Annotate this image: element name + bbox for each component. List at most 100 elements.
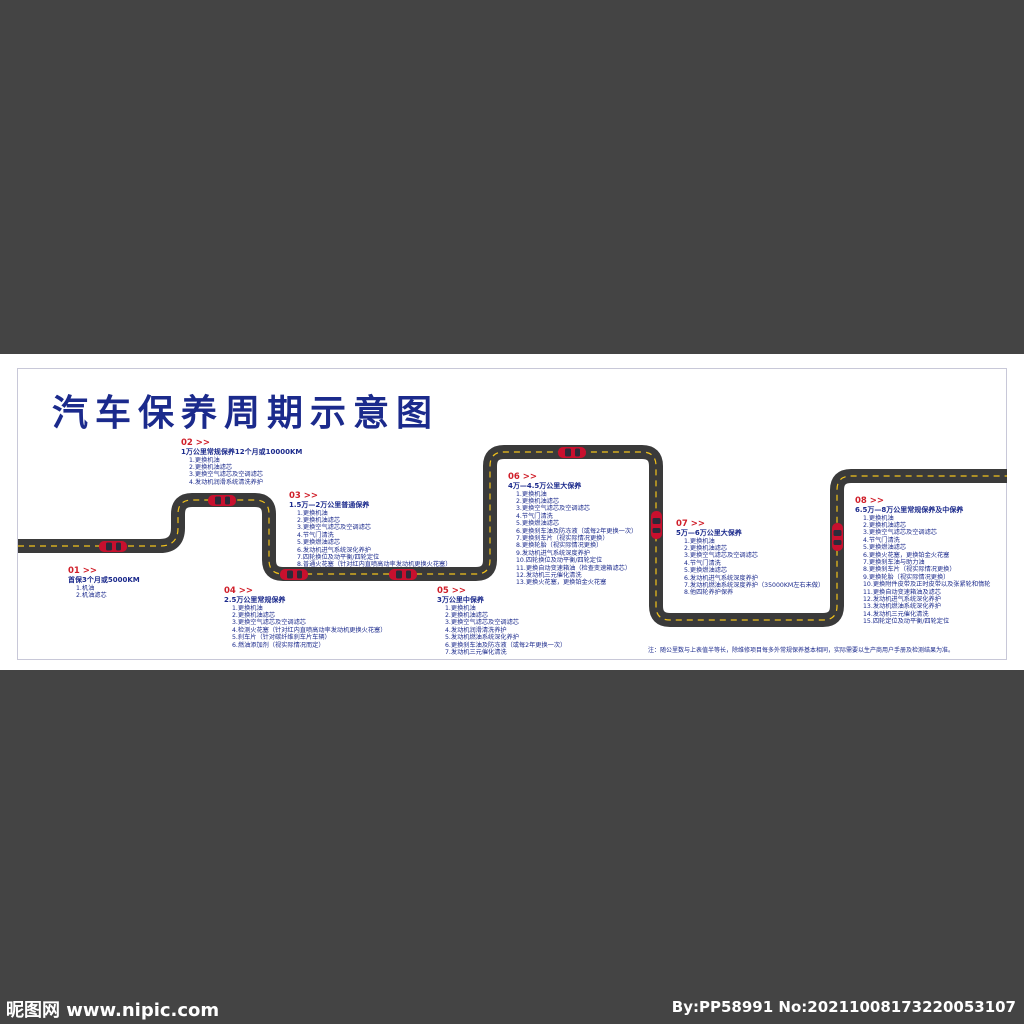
list-item: 7.发动机三元催化清洗 <box>445 648 507 656</box>
list-item: 12.发动机三元催化清洗 <box>516 571 582 579</box>
list-item: 2.更换机油滤芯 <box>516 497 560 505</box>
list-item: 4.发动机润滑系统清洗养护 <box>189 478 263 486</box>
stage-heading: 3万公里中保养 <box>437 596 484 604</box>
list-item: 5.更换燃油滤芯 <box>863 544 907 552</box>
stage-number: 04 >> <box>224 586 254 596</box>
list-item: 3.更换空气滤芯及空调滤芯 <box>297 524 371 532</box>
list-item: 9.发动机进气系统深度养护 <box>516 549 590 557</box>
list-item: 3.更换空气滤芯及空调滤芯 <box>684 552 758 560</box>
list-item: 4.节气门清洗 <box>684 559 721 567</box>
car-icon <box>832 523 843 551</box>
list-item: 6.发动机进气系统深度养护 <box>684 574 758 582</box>
list-item: 1.更换机油 <box>232 604 263 612</box>
stage-heading: 首保3个月或5000KM <box>68 576 140 584</box>
list-item: 2.更换机油滤芯 <box>684 544 728 552</box>
list-item: 1.更换机油 <box>189 456 220 464</box>
stage-number: 03 >> <box>289 491 319 501</box>
list-item: 1.更换机油 <box>863 514 894 522</box>
list-item: 8.他四轮养护保养 <box>684 589 734 597</box>
list-item: 10.四轮换位及动平衡/四轮定位 <box>516 557 603 565</box>
list-item: 13.发动机燃油系统深化养护 <box>863 603 941 611</box>
list-item: 4.检测火花塞（针对红内直喷高动率发动机更换火花塞） <box>232 626 387 634</box>
diagram-frame <box>17 368 1007 660</box>
list-item: 1.机油 <box>76 584 95 592</box>
list-item: 12.发动机进气系统深化养护 <box>863 595 941 603</box>
list-item: 5.更换燃油滤芯 <box>516 520 560 528</box>
list-item: 3.更换空气滤芯及空调滤芯 <box>863 529 937 537</box>
list-item: 11.更换自动变速箱油（检查变速箱滤芯） <box>516 564 632 572</box>
list-item: 6.更换火花塞，更换铂金火花塞 <box>863 551 950 559</box>
stage-heading: 1万公里常规保养12个月或10000KM <box>181 448 303 456</box>
list-item: 1.更换机油 <box>297 509 328 517</box>
stage-number: 02 >> <box>181 438 211 448</box>
list-item: 6.燃油添加剂（视实际情况而定） <box>232 641 325 649</box>
watermark-site: 昵图网 www.nipic.com <box>6 1000 220 1021</box>
list-item: 5.更换燃油滤芯 <box>684 567 728 575</box>
list-item: 2.机油滤芯 <box>76 591 107 599</box>
list-item: 11.更换自动变速箱油及滤芯 <box>863 588 941 596</box>
list-item: 2.更换机油滤芯 <box>297 516 341 524</box>
list-item: 3.更换空气滤芯及空调滤芯 <box>232 619 306 627</box>
stage-01: 01 >> 首保3个月或5000KM 1.机油 2.机油滤芯 <box>68 566 140 599</box>
list-item: 4.发动机润滑清洗养护 <box>445 626 507 634</box>
list-item: 3.更换空气滤芯及空调滤芯 <box>189 471 263 479</box>
list-item: 5.发动机燃油系统深化养护 <box>445 634 519 642</box>
car-icon <box>99 541 127 552</box>
list-item: 5.更换燃油滤芯 <box>297 539 341 547</box>
list-item: 8.更换刹车片（视实际情况更换） <box>863 566 956 574</box>
list-item: 8.普通火花塞（针对红内直喷高动率发动机更换火花塞） <box>297 561 452 569</box>
list-item: 5.刹车片（针对碳纤维刹车片车辆） <box>232 634 331 642</box>
list-item: 13.更换火花塞，更换铂金火花塞 <box>516 579 607 587</box>
list-item: 4.节气门清洗 <box>863 536 900 544</box>
stage-02: 02 >> 1万公里常规保养12个月或10000KM 1.更换机油 2.更换机油… <box>181 438 302 486</box>
list-item: 14.发动机三元催化清洗 <box>863 610 929 618</box>
list-item: 1.更换机油 <box>516 490 547 498</box>
stage-04: 04 >> 2.5万公里常规保养 1.更换机油 2.更换机油滤芯 3.更换空气滤… <box>224 586 386 649</box>
list-item: 8.更换轮胎（视实际情况更换） <box>516 542 603 550</box>
stage-heading: 2.5万公里常规保养 <box>224 596 286 604</box>
stage-heading: 4万—4.5万公里大保养 <box>508 482 582 490</box>
list-item: 2.更换机油滤芯 <box>189 463 233 471</box>
list-item: 4.节气门清洗 <box>516 512 553 520</box>
stage-06: 06 >> 4万—4.5万公里大保养 1.更换机油 2.更换机油滤芯 3.更换空… <box>508 472 637 587</box>
car-icon <box>389 569 417 580</box>
list-item: 6.更换刹车油及防冻液（或每2年更换一次） <box>516 527 638 535</box>
car-icon <box>208 495 236 506</box>
footnote: 注：随公里数与上表值半等长，除维修项目每多外常规保养基本相同，实际需要以生产商用… <box>648 647 955 654</box>
stage-number: 01 >> <box>68 566 98 576</box>
list-item: 6.更换刹车油及防冻液（或每2年更换一次） <box>445 641 567 649</box>
list-item: 7.发动机燃油系统深度养护（35000KM左右未做） <box>684 581 825 589</box>
stage-number: 08 >> <box>855 496 885 506</box>
stage-05: 05 >> 3万公里中保养 1.更换机油 2.更换机油滤芯 3.更换空气滤芯及空… <box>437 586 566 656</box>
list-item: 2.更换机油滤芯 <box>863 521 907 529</box>
watermark-id: By:PP58991 No:20211008173220053107 <box>671 998 1016 1016</box>
road-path <box>18 445 1007 627</box>
car-icon <box>651 511 662 539</box>
list-item: 7.更换刹车片（视实际情况更换） <box>516 534 609 542</box>
stage-03: 03 >> 1.5万—2万公里普通保养 1.更换机油 2.更换机油滤芯 3.更换… <box>289 491 451 569</box>
list-item: 2.更换机油滤芯 <box>232 611 276 619</box>
stage-heading: 1.5万—2万公里普通保养 <box>289 501 370 509</box>
stage-number: 06 >> <box>508 472 538 482</box>
car-icon <box>280 569 308 580</box>
list-item: 6.发动机进气系统深化养护 <box>297 546 371 554</box>
list-item: 7.四轮换位及动平衡/四轮定位 <box>297 553 380 561</box>
diagram-board: 汽车保养周期示意图 01 >> 首保3个月或5000KM 1.机油 2.机油滤芯… <box>0 354 1024 670</box>
list-item: 10.更换附件皮带及正时皮带以及张紧轮和惰轮 <box>863 581 991 589</box>
stage-number: 05 >> <box>437 586 467 596</box>
list-item: 1.更换机油 <box>684 537 715 545</box>
stage-heading: 5万—6万公里大保养 <box>676 529 742 537</box>
stage-number: 07 >> <box>676 519 706 529</box>
list-item: 9.更换轮胎（视实际情况更换） <box>863 573 950 581</box>
list-item: 1.更换机油 <box>445 604 476 612</box>
stage-heading: 6.5万—8万公里常规保养及中保养 <box>855 506 964 514</box>
list-item: 2.更换机油滤芯 <box>445 611 489 619</box>
list-item: 15.四轮定位及动平衡/四轮定位 <box>863 618 950 626</box>
list-item: 4.节气门清洗 <box>297 531 334 539</box>
list-item: 7.更换刹车油与助力油 <box>863 558 925 566</box>
list-item: 3.更换空气滤芯及空调滤芯 <box>516 505 590 513</box>
page-title: 汽车保养周期示意图 <box>52 393 440 434</box>
list-item: 3.更换空气滤芯及空调滤芯 <box>445 619 519 627</box>
stage-07: 07 >> 5万—6万公里大保养 1.更换机油 2.更换机油滤芯 3.更换空气滤… <box>676 519 824 597</box>
stage-08: 08 >> 6.5万—8万公里常规保养及中保养 1.更换机油 2.更换机油滤芯 … <box>855 496 990 626</box>
